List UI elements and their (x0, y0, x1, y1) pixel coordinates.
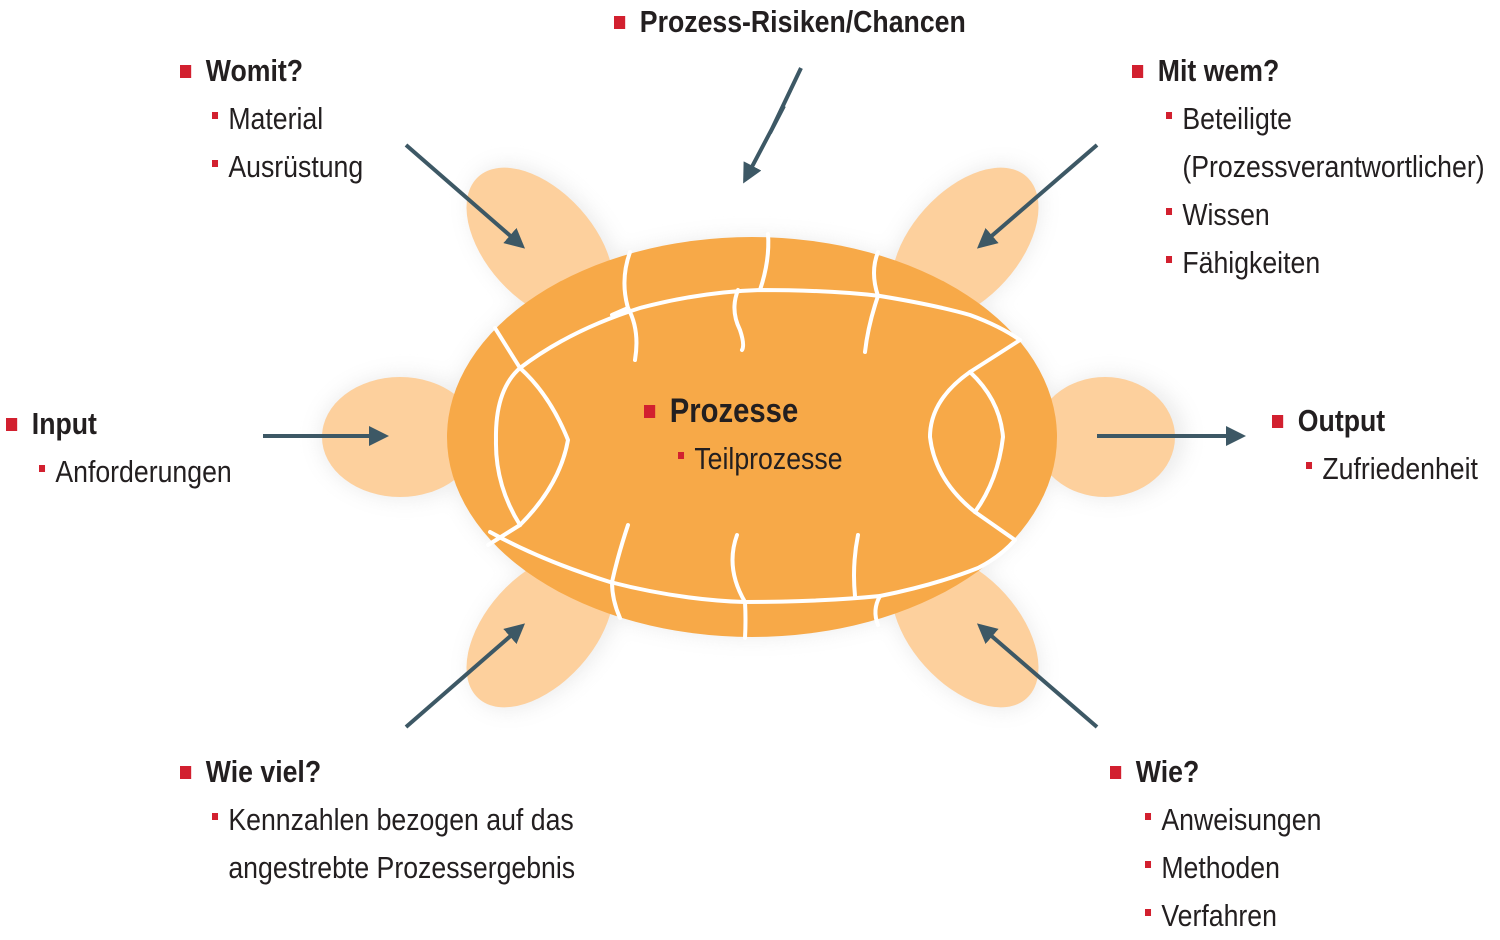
output-group: Output Zufriedenheit (1272, 401, 1500, 493)
metrics-list: Kennzahlen bezogen auf das angestrebte P… (212, 796, 634, 892)
resources-list: Material Ausrüstung (212, 95, 388, 191)
list-item: Anweisungen (1145, 796, 1321, 844)
people-title: Mit wem? (1157, 53, 1280, 88)
bullet-square-icon (1145, 813, 1152, 820)
arrow-bottom-left (404, 623, 526, 729)
bullet-square-icon (180, 765, 192, 779)
resources-title: Womit? (205, 53, 304, 88)
bullet-square-icon (1132, 64, 1144, 78)
bullet-square-icon (1166, 256, 1173, 263)
process-group: Prozesse Teilprozesse (644, 391, 869, 483)
bullet-square-icon (1145, 861, 1152, 868)
output-title: Output (1297, 403, 1386, 438)
list-item: Wissen (1166, 191, 1485, 239)
risks-title: Prozess-Risiken/Chancen (639, 4, 966, 39)
output-list: Zufriedenheit (1306, 445, 1500, 493)
list-item: Fähigkeiten (1166, 239, 1485, 287)
process-list: Teilprozesse (678, 435, 869, 483)
bullet-square-icon (1166, 112, 1173, 119)
resources-group: Womit? Material Ausrüstung (180, 51, 388, 191)
methods-group: Wie? Anweisungen Methoden Verfahren (1110, 752, 1350, 940)
bullet-square-icon (678, 452, 685, 459)
bullet-square-icon (6, 417, 18, 431)
list-item: Anforderungen (39, 448, 232, 496)
list-item: Teilprozesse (678, 435, 843, 483)
input-list: Anforderungen (39, 448, 263, 496)
bullet-square-icon (614, 15, 626, 29)
list-item: Zufriedenheit (1306, 445, 1478, 493)
input-title: Input (31, 406, 97, 441)
bullet-square-icon (1110, 765, 1122, 779)
bullet-square-icon (1145, 909, 1152, 916)
lightning-arrow (743, 67, 803, 184)
bullet-square-icon (212, 112, 219, 119)
methods-list: Anweisungen Methoden Verfahren (1145, 796, 1350, 940)
list-item: Material (212, 95, 363, 143)
metrics-group: Wie viel? Kennzahlen bezogen auf das ang… (180, 752, 634, 892)
arrow-bottom-right (976, 623, 1099, 729)
bullet-square-icon (212, 160, 219, 167)
metrics-title: Wie viel? (205, 754, 322, 789)
methods-title: Wie? (1135, 754, 1200, 789)
bullet-square-icon (212, 813, 219, 820)
arrow-top-right (976, 143, 1099, 249)
list-item: Kennzahlen bezogen auf das angestrebte P… (212, 796, 575, 892)
list-item: Beteiligte (Prozessverantwortlicher) (1166, 95, 1485, 191)
input-group: Input Anforderungen (6, 404, 263, 496)
list-item: Ausrüstung (212, 143, 363, 191)
list-item: Methoden (1145, 844, 1321, 892)
bullet-square-icon (39, 465, 46, 472)
arrow-top-left (404, 143, 526, 249)
bullet-square-icon (1306, 462, 1313, 469)
bullet-square-icon (180, 64, 192, 78)
process-title: Prozesse (669, 392, 799, 430)
bullet-square-icon (1166, 208, 1173, 215)
list-item: Verfahren (1145, 892, 1321, 940)
risks-group: Prozess-Risiken/Chancen (614, 2, 1023, 42)
people-group: Mit wem? Beteiligte (Prozessverantwortli… (1132, 51, 1500, 287)
bullet-square-icon (1272, 414, 1284, 428)
shell-cracks (486, 232, 1022, 640)
shell (447, 237, 1057, 637)
head (322, 377, 478, 497)
people-list: Beteiligte (Prozessverantwortlicher) Wis… (1166, 95, 1500, 287)
bullet-square-icon (644, 404, 656, 418)
